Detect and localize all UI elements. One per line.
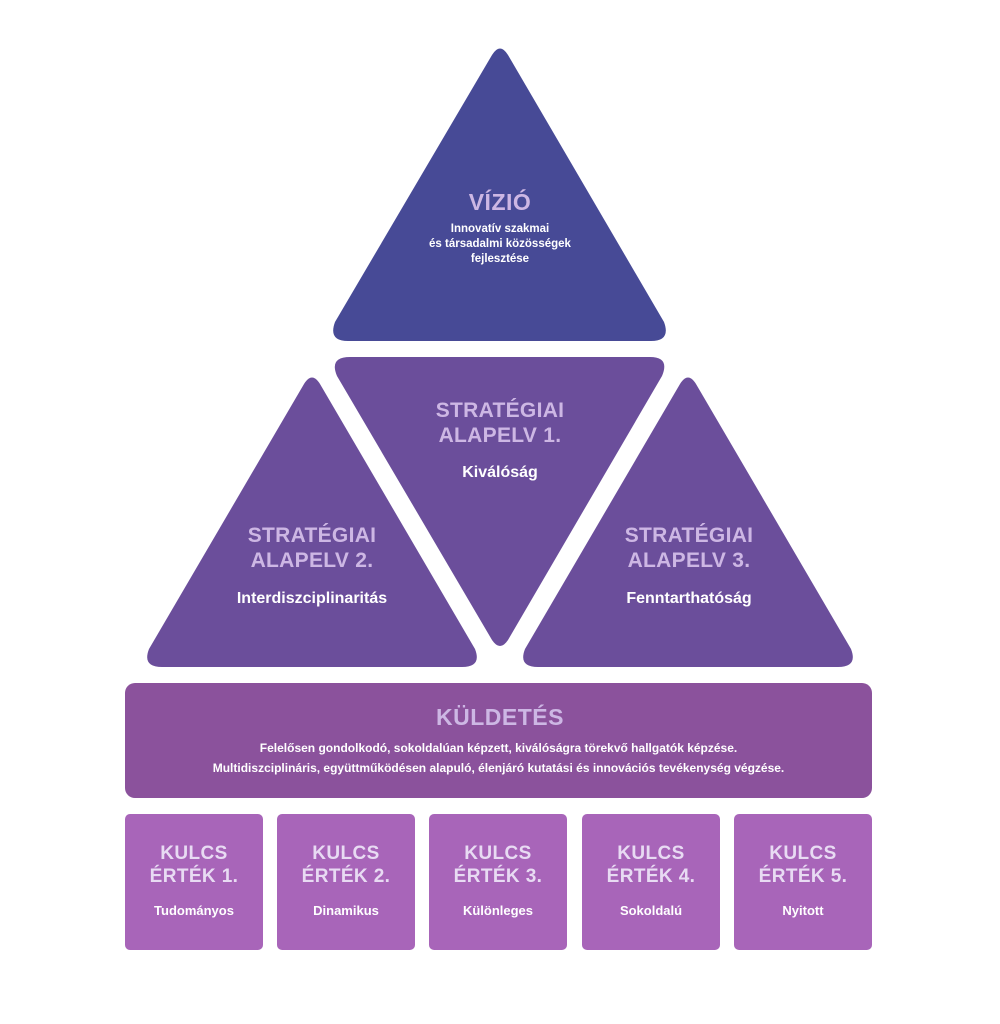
value-3-subtitle: Különleges — [462, 903, 534, 918]
value-1: KULCS ÉRTÉK 1. Tudományos — [125, 842, 263, 918]
principle-1-title: STRATÉGIAI ALAPELV 1. — [400, 398, 600, 448]
value-3-title-line-2: ÉRTÉK 3. — [453, 866, 543, 887]
vision-title: VÍZIÓ — [468, 189, 532, 215]
vision-line-2: és társadalmi közösségek — [429, 238, 571, 250]
vision-line-1: Innovatív szakmai — [450, 223, 550, 235]
value-box-1 — [125, 814, 263, 950]
value-5-title-line-2: ÉRTÉK 5. — [758, 866, 848, 887]
principle-3-title-line-2: ALAPELV 3. — [627, 549, 751, 572]
principle-2-title-line-1: STRATÉGIAI — [247, 524, 377, 547]
mission-title: KÜLDETÉS — [436, 704, 564, 730]
value-5-subtitle: Nyitott — [782, 903, 824, 918]
principle-3-triangle — [523, 377, 853, 667]
principle-3-title-line-1: STRATÉGIAI — [624, 524, 754, 547]
mission-bar — [125, 683, 872, 798]
value-box-3 — [429, 814, 567, 950]
value-1-title-line-2: ÉRTÉK 1. — [149, 866, 239, 887]
principle-3-subtitle: Fenntarthatóság — [626, 590, 752, 607]
value-5: KULCS ÉRTÉK 5. Nyitott — [734, 842, 872, 918]
value-box-5 — [734, 814, 872, 950]
mission-line-2: Multidiszciplináris, együttműködésen ala… — [212, 761, 785, 775]
mission-line-1: Felelősen gondolkodó, sokoldalúan képzet… — [259, 741, 738, 755]
value-3-title-line-1: KULCS — [464, 843, 532, 864]
vision-line-3: fejlesztése — [470, 253, 530, 265]
value-4: KULCS ÉRTÉK 4. Sokoldalú — [582, 842, 720, 918]
value-5-title-line-1: KULCS — [769, 843, 837, 864]
value-box-2 — [277, 814, 415, 950]
value-1-title-line-1: KULCS — [160, 843, 228, 864]
value-2-subtitle: Dinamikus — [313, 903, 379, 918]
value-box-4 — [582, 814, 720, 950]
value-1-subtitle: Tudományos — [154, 903, 234, 918]
principle-2-title-line-2: ALAPELV 2. — [250, 549, 374, 572]
value-3: KULCS ÉRTÉK 3. Különleges — [429, 842, 567, 918]
vision-text: Innovatív szakmai és társadalmi közösség… — [380, 222, 620, 267]
principle-2-title: STRATÉGIAI ALAPELV 2. — [212, 523, 412, 573]
value-4-subtitle: Sokoldalú — [619, 903, 683, 918]
principle-2-triangle — [147, 377, 477, 667]
value-4-title-line-1: KULCS — [617, 843, 685, 864]
mission-text: Felelősen gondolkodó, sokoldalúan képzet… — [135, 738, 862, 778]
principle-1-triangle — [334, 357, 665, 646]
principle-1-title-line-1: STRATÉGIAI — [435, 399, 565, 422]
value-4-title-line-2: ÉRTÉK 4. — [606, 866, 696, 887]
value-2-title-line-2: ÉRTÉK 2. — [301, 866, 391, 887]
value-2: KULCS ÉRTÉK 2. Dinamikus — [277, 842, 415, 918]
value-2-title-line-1: KULCS — [312, 843, 380, 864]
principle-1-subtitle: Kiválóság — [462, 464, 538, 481]
principle-3-title: STRATÉGIAI ALAPELV 3. — [589, 523, 789, 573]
principle-1-title-line-2: ALAPELV 1. — [438, 424, 562, 447]
principle-2-subtitle: Interdiszciplinaritás — [236, 590, 388, 607]
vision-triangle — [333, 48, 666, 341]
